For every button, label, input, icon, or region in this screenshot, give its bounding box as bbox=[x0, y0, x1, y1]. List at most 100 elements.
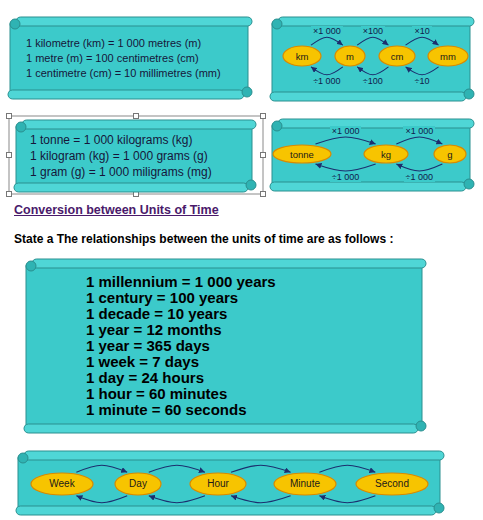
selection-handle bbox=[261, 114, 266, 119]
relation-text: 1 day = 24 hours bbox=[86, 370, 276, 386]
conversion-arrow bbox=[316, 137, 376, 144]
scroll-curl bbox=[26, 261, 36, 271]
section-heading: Conversion between Units of Time bbox=[14, 203, 219, 217]
factor-label: ÷1 000 bbox=[311, 76, 342, 86]
unit-name: Second bbox=[375, 478, 409, 490]
scroll-roll bbox=[278, 17, 474, 26]
scroll-roll bbox=[14, 183, 248, 192]
scroll-body bbox=[272, 124, 470, 186]
oval-outline bbox=[434, 145, 466, 163]
unit-oval: cm bbox=[378, 45, 416, 67]
relation-text: 1 century = 100 years bbox=[86, 290, 276, 306]
conversion-arrow bbox=[311, 37, 343, 45]
oval-outline bbox=[335, 46, 365, 66]
text-holder: Hour bbox=[207, 478, 229, 490]
oval-outline bbox=[379, 46, 415, 66]
selection-handle bbox=[261, 153, 266, 158]
unit-name: kg bbox=[381, 149, 391, 160]
text-holder: 1 tonne = 1 000 kilograms (kg)1 kilogram… bbox=[30, 132, 212, 180]
unit-name: cm bbox=[391, 51, 404, 62]
relation-text: 1 decade = 10 years bbox=[86, 306, 276, 322]
unit-oval: mm bbox=[427, 45, 469, 67]
scroll-curl bbox=[16, 122, 26, 132]
relation-text: 1 centimetre (cm) = 10 millimetres (mm) bbox=[26, 66, 221, 81]
unit-oval: Hour bbox=[189, 472, 247, 496]
scroll-roll bbox=[270, 182, 466, 191]
conversion-arrow bbox=[76, 465, 127, 472]
conversion-arrow bbox=[149, 496, 205, 503]
unit-name: Minute bbox=[290, 478, 320, 490]
oval-outline bbox=[356, 473, 428, 495]
conversion-arrow bbox=[76, 496, 127, 503]
factor-label: ÷100 bbox=[361, 76, 385, 86]
scroll-body bbox=[10, 22, 248, 94]
conversion-arrow bbox=[357, 67, 388, 75]
relation-text: 1 kilometre (km) = 1 000 metres (m) bbox=[26, 36, 221, 51]
scroll-curl bbox=[18, 453, 28, 463]
factor-label: ×1 000 bbox=[330, 126, 362, 136]
relation-text: 1 year = 12 months bbox=[86, 322, 276, 338]
text-holder: cm bbox=[391, 51, 404, 62]
scroll-roll bbox=[8, 90, 244, 99]
unit-name: g bbox=[447, 149, 452, 160]
scroll-roll bbox=[270, 92, 466, 101]
text-holder: Week bbox=[49, 478, 74, 490]
scroll-box: 1 tonne = 1 000 kilograms (kg)1 kilogram… bbox=[12, 119, 260, 193]
conversion-arrow bbox=[149, 465, 205, 472]
conversion-arrow bbox=[311, 67, 343, 75]
unit-oval: Day bbox=[114, 472, 162, 496]
selection-handle bbox=[7, 114, 12, 119]
factor-label: ÷10 bbox=[413, 76, 432, 86]
scroll-roll bbox=[32, 259, 426, 268]
selection-handle bbox=[261, 192, 266, 197]
selection-handle bbox=[7, 153, 12, 158]
time-scroll bbox=[16, 451, 444, 515]
text-holder: Minute bbox=[290, 478, 320, 490]
text-holder: km bbox=[296, 51, 309, 62]
unit-name: Week bbox=[49, 478, 74, 490]
oval-outline bbox=[190, 473, 246, 495]
length-scroll bbox=[270, 17, 474, 101]
relation-text: 1 kilogram (kg) = 1 000 grams (g) bbox=[30, 148, 212, 164]
conversion-arrow bbox=[396, 137, 442, 144]
oval-outline bbox=[428, 46, 468, 66]
conversion-arrow bbox=[319, 465, 375, 472]
text-holder: g bbox=[447, 149, 452, 160]
conversion-arrow bbox=[231, 465, 291, 472]
relation-text: 1 gram (g) = 1 000 miligrams (mg) bbox=[30, 164, 212, 180]
unit-name: tonne bbox=[290, 149, 314, 160]
text-holder: Day bbox=[129, 478, 147, 490]
mass-scroll bbox=[270, 119, 474, 191]
unit-name: Hour bbox=[207, 478, 229, 490]
text-holder: tonne bbox=[290, 149, 314, 160]
conversion-arrow bbox=[357, 37, 388, 45]
text-holder: m bbox=[346, 51, 354, 62]
scroll-body bbox=[26, 264, 422, 428]
text-holder: mm bbox=[440, 51, 456, 62]
scroll-curl bbox=[272, 19, 282, 29]
intro-sentence: State a The relationships between the un… bbox=[14, 232, 393, 246]
scroll-box: 1 kilometre (km) = 1 000 metres (m)1 met… bbox=[6, 16, 256, 100]
factor-label: ×1 000 bbox=[403, 126, 435, 136]
relation-text: 1 hour = 60 minutes bbox=[86, 386, 276, 402]
text-holder: kg bbox=[381, 149, 391, 160]
relation-text: 1 metre (m) = 100 centimetres (cm) bbox=[26, 51, 221, 66]
scroll-box: 1 millennium = 1 000 years1 century = 10… bbox=[22, 258, 430, 434]
scroll-body bbox=[272, 22, 470, 96]
unit-oval: kg bbox=[363, 144, 409, 164]
factor-label: ×100 bbox=[361, 26, 385, 36]
unit-oval: tonne bbox=[272, 144, 332, 164]
scroll-roll bbox=[24, 451, 444, 460]
selection-handle bbox=[7, 192, 12, 197]
scroll-body bbox=[16, 125, 252, 187]
relation-text: 1 minute = 60 seconds bbox=[86, 402, 276, 418]
selection-border bbox=[9, 116, 263, 194]
conversion-arrow bbox=[316, 164, 376, 171]
conversion-arrow bbox=[406, 67, 439, 75]
unit-name: m bbox=[346, 51, 354, 62]
scroll-curl bbox=[10, 19, 20, 29]
scroll-curl bbox=[434, 503, 444, 513]
scroll-curl bbox=[272, 121, 282, 131]
scroll-body bbox=[18, 456, 440, 510]
relation-text: 1 tonne = 1 000 kilograms (kg) bbox=[30, 132, 212, 148]
